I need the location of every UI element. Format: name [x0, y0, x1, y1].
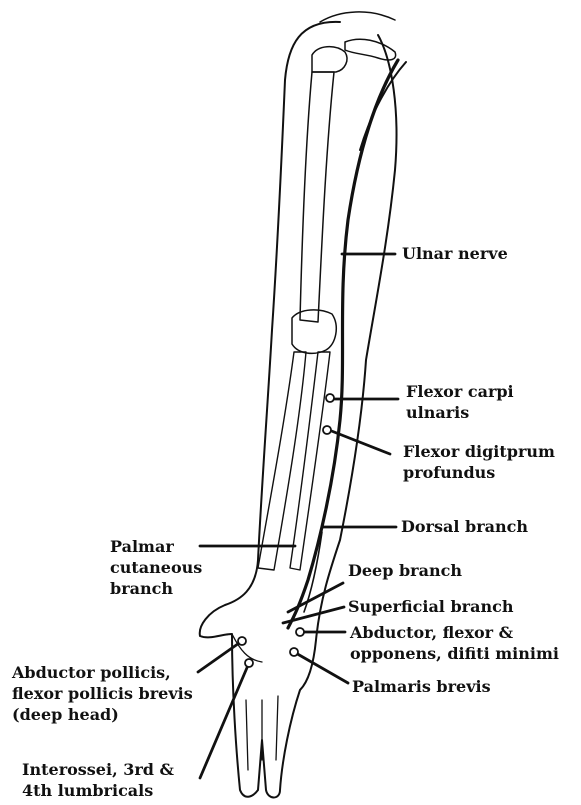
marker-interossei: [245, 659, 253, 667]
label-interossei: Interossei, 3rd & 4th lumbricals: [22, 759, 174, 801]
finger-lines: [232, 634, 278, 770]
shoulder-outline: [320, 12, 395, 22]
label-dorsal-branch: Dorsal branch: [401, 516, 528, 537]
marker-flexor-carpi-ulnaris: [326, 394, 334, 402]
pointer-interossei: [200, 663, 249, 778]
label-palmaris-brevis: Palmaris brevis: [352, 676, 491, 697]
elbow-joint: [292, 310, 336, 353]
label-deep-branch: Deep branch: [348, 560, 462, 581]
pointer-palmaris-brevis: [294, 652, 348, 683]
label-abductor-pollicis: Abductor pollicis, flexor pollicis brevi…: [12, 662, 193, 725]
marker-flexor-digitorum: [323, 426, 331, 434]
ulna-bone: [290, 352, 330, 570]
marker-abductor-pollicis: [238, 637, 246, 645]
pointer-abductor-pollicis: [198, 641, 242, 672]
marker-abductor-flexor: [296, 628, 304, 636]
humerus-bone: [300, 72, 334, 322]
marker-palmaris-brevis: [290, 648, 298, 656]
label-abductor-flexor-opponens: Abductor, flexor & opponens, difiti mini…: [350, 622, 559, 664]
label-flexor-carpi-ulnaris: Flexor carpi ulnaris: [406, 381, 514, 423]
pointer-deep-branch: [288, 583, 343, 612]
label-superficial-branch: Superficial branch: [348, 596, 513, 617]
label-ulnar-nerve: Ulnar nerve: [402, 243, 508, 264]
label-palmar-cutaneous-branch: Palmar cutaneous branch: [110, 536, 202, 599]
humerus-head: [312, 47, 347, 72]
scapula: [345, 39, 396, 60]
label-flexor-digitorum-profundus: Flexor digitprum profundus: [403, 441, 555, 483]
radius-bone: [258, 352, 306, 570]
